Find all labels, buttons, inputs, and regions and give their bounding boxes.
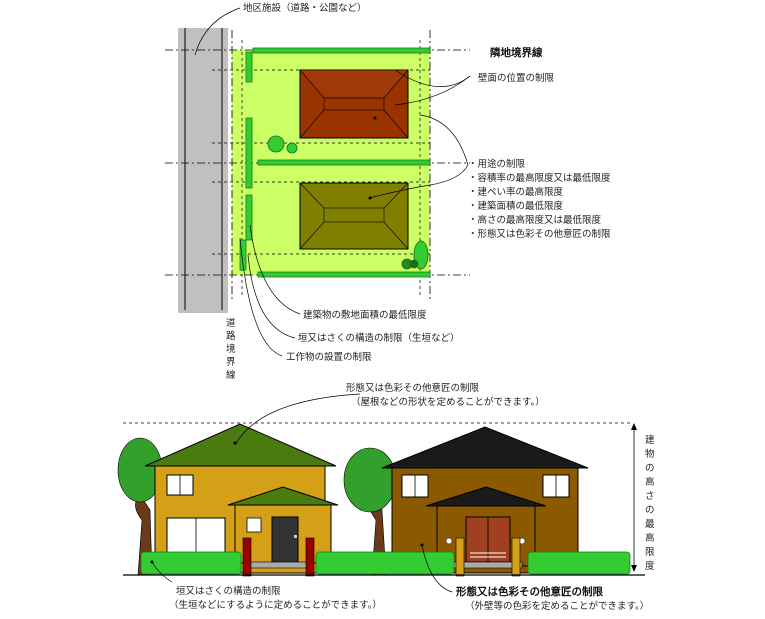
road-boundary-label: 道 路 境 界 線 [226, 317, 236, 381]
road-area [178, 28, 228, 313]
svg-text:建: 建 [645, 434, 655, 446]
height-label: 建 物 の 高 さ の 最 高 限 度 [645, 434, 655, 572]
svg-text:度: 度 [645, 560, 655, 572]
fence-structure-label: 垣又はさくの構造の制限（生垣など） [298, 332, 460, 344]
form-color-title: 形態又は色彩その他意匠の制限 [346, 382, 480, 394]
restrictions-list: ・用途の制限 ・容積率の最高限度又は最低限度 ・建ぺい率の最高限度 ・建築面積の… [468, 158, 611, 240]
svg-text:路: 路 [226, 330, 236, 342]
svg-text:の: の [645, 505, 655, 516]
svg-text:高: 高 [645, 532, 655, 544]
leader-lines [194, 7, 471, 357]
restriction-item: ・建ぺい率の最高限度 [468, 186, 564, 198]
svg-text:の: の [645, 463, 655, 474]
structure-installation-label: 工作物の設置の制限 [286, 351, 372, 363]
restriction-item: ・建築面積の最低限度 [468, 200, 564, 212]
wall-color-note: （外壁等の色彩を定めることができます。） [465, 600, 649, 612]
form-color-note: （屋根などの形状を定めることができます。） [351, 396, 545, 408]
svg-text:高: 高 [645, 476, 655, 488]
svg-text:境: 境 [226, 343, 236, 355]
svg-text:最: 最 [645, 519, 655, 530]
restriction-item: ・高さの最高限度又は最低限度 [468, 214, 602, 226]
house-plan-1 [299, 69, 409, 139]
svg-text:物: 物 [645, 448, 655, 460]
fence-note: （生垣などにするように定めることができます。） [169, 599, 382, 611]
house-plan-2 [299, 182, 409, 250]
plan-view: 地区施設（道路・公園など） 隣地境界線 壁面の位置の制限 ・用途の制限 ・容積率… [165, 2, 611, 381]
min-site-area-label: 建築物の敷地面積の最低限度 [303, 309, 427, 321]
hedges [239, 47, 431, 278]
facility-label: 地区施設（道路・公園など） [243, 2, 367, 14]
restriction-item: ・形態又は色彩その他意匠の制限 [468, 228, 611, 240]
restriction-item: ・用途の制限 [468, 158, 526, 170]
shrubs [267, 135, 429, 270]
elevation-leader-lines [151, 393, 453, 593]
restriction-item: ・容積率の最高限度又は最低限度 [468, 172, 611, 184]
svg-text:道: 道 [226, 317, 236, 329]
hedges-elevation [140, 551, 631, 575]
fence-title: 垣又はさくの構造の制限 [176, 585, 281, 597]
svg-text:さ: さ [645, 491, 655, 502]
svg-text:界: 界 [226, 357, 236, 368]
elevation-view: 建 物 の 高 さ の 最 高 限 度 [117, 382, 655, 612]
svg-text:限: 限 [645, 547, 655, 558]
wall-position-label: 壁面の位置の制限 [478, 72, 555, 84]
boundary-label: 隣地境界線 [490, 46, 543, 59]
wall-color-title: 形態又は色彩その他意匠の制限 [456, 585, 603, 598]
svg-text:線: 線 [226, 369, 236, 381]
